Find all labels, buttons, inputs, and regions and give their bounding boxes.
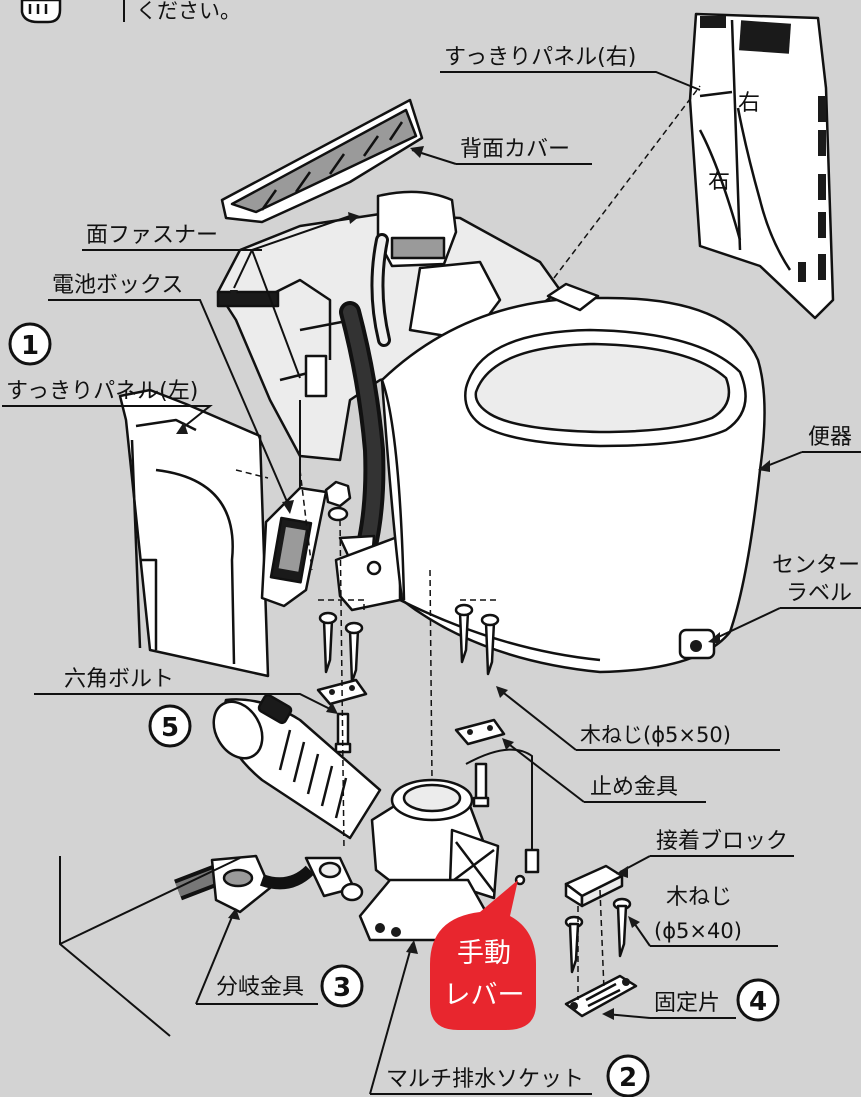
step-3-number: 3 bbox=[333, 973, 351, 1003]
top-note: ください。 bbox=[136, 0, 241, 23]
panel-right-char-b: 右 bbox=[708, 169, 730, 194]
hand-point-icon bbox=[20, 0, 62, 24]
label-panel-right: すっきりパネル(右) bbox=[444, 45, 636, 70]
panel-right: 右 右 bbox=[688, 12, 835, 320]
label-back-cover: 背面カバー bbox=[460, 137, 570, 162]
back-cover bbox=[220, 98, 424, 224]
label-center-2: ラベル bbox=[786, 581, 852, 606]
label-multi-socket: マルチ排水ソケット bbox=[386, 1067, 584, 1092]
fixing-piece bbox=[564, 974, 638, 1018]
step-2-number: 2 bbox=[619, 1063, 637, 1093]
label-manual-lever-1: 手動 bbox=[457, 938, 511, 969]
label-wood-screw-40-1: 木ねじ bbox=[666, 885, 732, 910]
panel-right-char-a: 右 bbox=[738, 91, 760, 116]
label-toilet: 便器 bbox=[808, 425, 852, 450]
hex-nut bbox=[324, 480, 352, 508]
label-stop-bracket: 止め金具 bbox=[590, 775, 678, 800]
label-fastener: 面ファスナー bbox=[86, 223, 218, 248]
screw-pair-small bbox=[564, 897, 632, 974]
battery-box bbox=[260, 400, 328, 608]
toilet-body bbox=[216, 190, 766, 674]
label-manual-lever-2: レバー bbox=[444, 980, 525, 1011]
step-1-number: 1 bbox=[21, 331, 39, 361]
step-5-badge bbox=[148, 704, 192, 748]
dashed-lines bbox=[235, 85, 701, 1000]
step-4-number: 4 bbox=[749, 987, 767, 1017]
label-adhesive-block: 接着ブロック bbox=[656, 829, 788, 854]
screw-pair-right bbox=[454, 603, 506, 746]
panel-left bbox=[118, 388, 270, 678]
floor-line-2 bbox=[59, 857, 241, 945]
step-2-badge bbox=[606, 1054, 650, 1097]
hex-bolt bbox=[334, 712, 490, 808]
label-center-1: センター bbox=[772, 553, 860, 578]
label-wood-screw-40-2: (ϕ5×40) bbox=[654, 919, 742, 943]
label-battery-box: 電池ボックス bbox=[52, 273, 183, 298]
adhesive-block bbox=[564, 864, 624, 908]
washer bbox=[327, 506, 349, 522]
step-3-badge bbox=[320, 964, 364, 1008]
floor-line bbox=[59, 856, 171, 1037]
label-fixing-piece: 固定片 bbox=[654, 991, 720, 1016]
step-5-number: 5 bbox=[161, 713, 179, 743]
step-4-badge bbox=[736, 978, 780, 1022]
label-branch-fitting: 分岐金具 bbox=[216, 975, 304, 1000]
label-hex-bolt: 六角ボルト bbox=[64, 667, 174, 692]
manual-lever-badge: 手動 レバー bbox=[430, 880, 536, 1030]
step-1-badge bbox=[8, 322, 52, 366]
label-panel-left: すっきりパネル(左) bbox=[6, 379, 198, 404]
branch-fitting bbox=[174, 854, 364, 914]
label-wood-screw-50: 木ねじ(ϕ5×50) bbox=[580, 723, 731, 747]
